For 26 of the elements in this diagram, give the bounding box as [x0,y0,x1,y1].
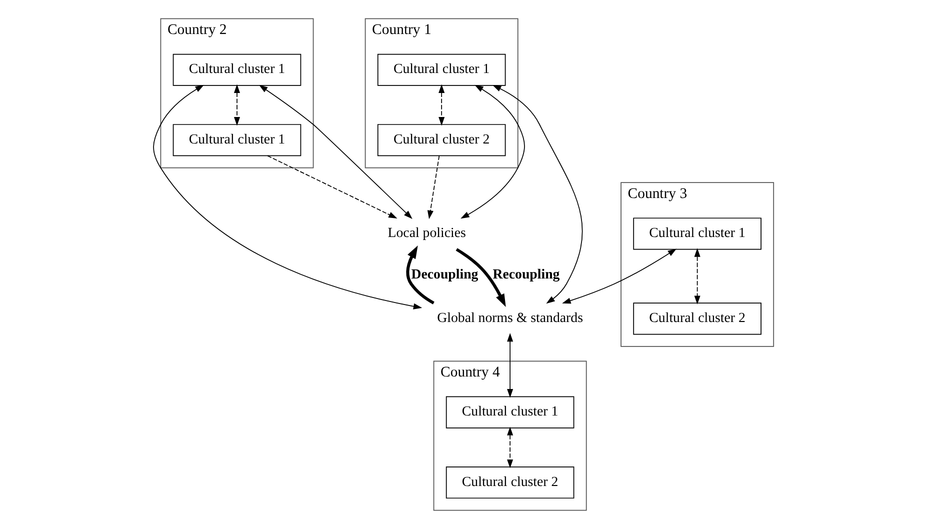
node-box: Cultural cluster 1 [446,396,574,428]
arrow [562,248,677,304]
arrow [258,84,412,219]
arrow [234,84,240,126]
arrow [507,333,514,398]
arrow [267,155,398,219]
arrow [427,155,440,220]
node-text: Local policies [388,226,466,242]
node-text: Global norms & standards [437,310,584,326]
arrow [438,84,445,126]
node-box: Cultural cluster 1 [377,54,506,86]
node-box: Cultural cluster 1 [172,124,302,156]
arrow [507,426,514,468]
arrow [406,246,434,304]
arrow [456,248,506,308]
edge-label: Recoupling [492,268,560,283]
node-box: Cultural cluster 2 [377,124,506,156]
arrow [153,84,422,310]
arrow [694,248,700,304]
node-box: Cultural cluster 1 [633,218,762,250]
arrow [460,84,525,219]
node-box: Cultural cluster 2 [633,302,762,335]
arrow [492,84,583,304]
node-box: Cultural cluster 2 [446,466,574,499]
node-box: Cultural cluster 1 [172,54,302,86]
edge-label: Decoupling [411,268,478,283]
